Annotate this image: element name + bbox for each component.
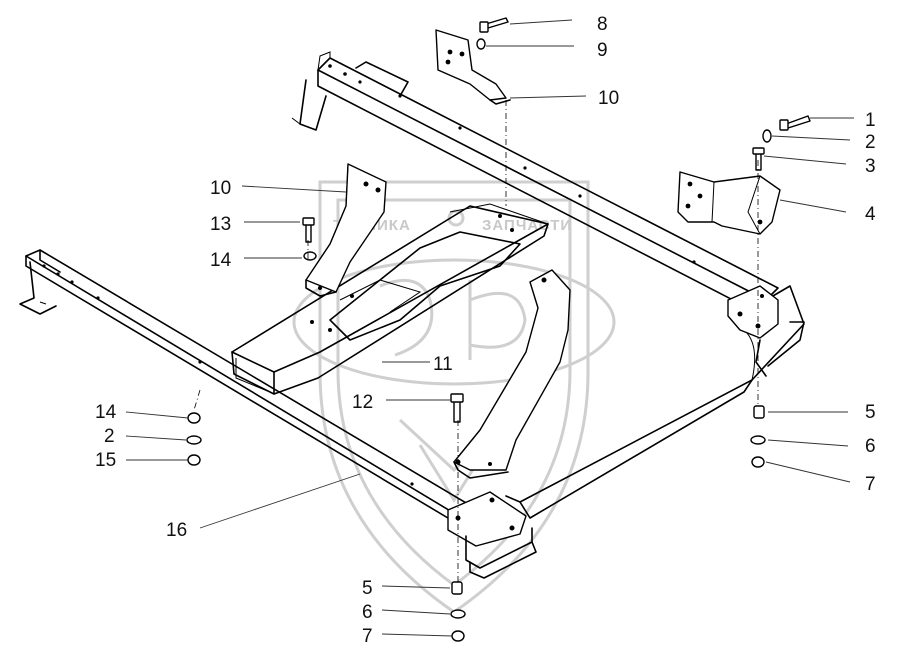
watermark-right-text: ЗАПЧАСТИ — [482, 217, 572, 234]
rear-mount-bracket — [435, 29, 511, 105]
callout-10-left: 10 — [210, 178, 231, 199]
callout-10-rear: 10 — [598, 88, 619, 109]
callout-2-right: 2 — [865, 132, 876, 153]
callout-labels: 8 9 10 1 2 3 4 10 13 14 11 12 14 2 15 16… — [95, 14, 876, 647]
rear-right-plate — [727, 285, 779, 339]
center-channel — [231, 203, 549, 395]
callout-6-bottom: 6 — [362, 602, 373, 623]
front-right-plate — [447, 491, 537, 579]
hardware-parts — [186, 17, 811, 642]
callout-3: 3 — [865, 156, 876, 177]
callout-13: 13 — [210, 214, 231, 235]
callout-6-right: 6 — [865, 436, 876, 457]
callout-1: 1 — [865, 110, 876, 131]
callout-4: 4 — [865, 204, 876, 225]
callout-7-right: 7 — [865, 474, 876, 495]
callout-9: 9 — [597, 40, 608, 61]
assembly-axes — [193, 100, 759, 582]
callout-11: 11 — [433, 354, 453, 375]
right-mount-bracket — [677, 171, 781, 235]
right-side-beam — [505, 285, 805, 519]
callout-16: 16 — [166, 520, 187, 541]
callout-14-lower: 14 — [95, 402, 117, 423]
callout-5-right: 5 — [865, 402, 876, 423]
front-long-beam — [19, 249, 479, 525]
leader-lines — [125, 19, 854, 637]
callout-12: 12 — [352, 392, 373, 413]
callout-7-bottom: 7 — [362, 626, 373, 647]
callout-14-upper: 14 — [210, 250, 232, 271]
callout-15: 15 — [95, 450, 116, 471]
callout-2-left: 2 — [104, 426, 115, 447]
callout-8: 8 — [597, 14, 608, 35]
callout-5-bottom: 5 — [362, 578, 373, 599]
left-support-bracket — [305, 163, 387, 298]
